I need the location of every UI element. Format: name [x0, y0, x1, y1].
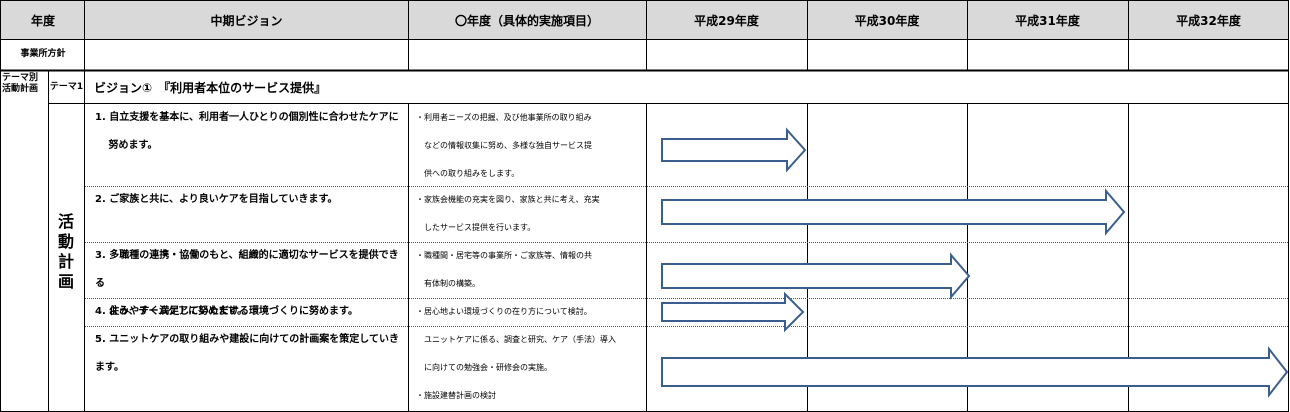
item-line: ・施設建替計画の検討 [416, 391, 496, 400]
timeline-arrow [661, 127, 807, 173]
vision-title: ビジョン① 『利用者本位のサービス提供』 [94, 80, 327, 95]
vision-row-1: 1. 自立支援を基本に、利用者一人ひとりの個別性に合わせたケアに 努めます。 [85, 104, 408, 186]
activity-plan-char: 活 [57, 212, 74, 231]
header-items: 〇年度（具体的実施項目） [408, 1, 646, 39]
item-line: などの情報収集に努め、多様な独自サービス提 [416, 141, 592, 150]
vision-line: 3. 多職種の連携・協働のもと、組織的に適切なサービスを提供できる [95, 250, 399, 289]
activity-plan-char: 動 [57, 232, 74, 251]
timeline-arrow [661, 188, 1126, 236]
item-line: 供への取り組みをします。 [416, 169, 520, 178]
vision-row-4: 4. 住みやすく満足していただける環境づくりに努めます。 [85, 298, 408, 326]
item-line: ・利用者ニーズの把握、及び他事業所の取り組み [416, 113, 592, 122]
section-label: テーマ別 活動計画 [2, 73, 48, 103]
section-label-line1: テーマ別 [2, 73, 39, 83]
header-vision: 中期ビジョン [85, 1, 408, 39]
vision-line: 1. 自立支援を基本に、利用者一人ひとりの個別性に合わせたケアに [95, 112, 399, 123]
vision-row-5: 5. ユニットケアの取り組みや建設に向けての計画案を策定していきます。 [85, 326, 408, 410]
items-row-2: ・家族会機能の充実を図り、家族と共に考え、充実 したサービス提供を行います。 [408, 186, 646, 242]
items-row-5: ユニットケアに係る、調査と研究、ケア（手法）導入 に向けての勉強会・研修会の実施… [408, 326, 646, 410]
vision-line: 4. 住みやすく満足していただける環境づくりに努めます。 [95, 306, 358, 317]
policy-label: 事業所方針 [20, 49, 66, 59]
item-line: ・家族会機能の充実を図り、家族と共に考え、充実 [416, 195, 600, 204]
theme-label: テーマ1 [49, 81, 84, 92]
activity-plan-label: 活 動 計 画 [57, 212, 75, 292]
items-row-4: ・居心地よい環境づくりの在り方について検討。 [408, 298, 646, 326]
timeline-arrow [661, 346, 1289, 398]
header-year-32: 平成32年度 [1128, 1, 1289, 39]
vision-line: よう、チームケアに努めます。 [95, 306, 248, 317]
vision-line: 努めます。 [95, 140, 158, 151]
vision-line: 5. ユニットケアの取り組みや建設に向けての計画案を策定していきます。 [95, 334, 399, 373]
section-label-line2: 活動計画 [2, 84, 39, 94]
item-line: 有体制の構築。 [416, 279, 480, 288]
activity-plan-char: 計 [57, 252, 74, 271]
items-row-1: ・利用者ニーズの把握、及び他事業所の取り組み などの情報収集に努め、多様な独自サ… [408, 104, 646, 186]
item-line: ・職種間・居宅等の事業所・ご家族等、情報の共 [416, 251, 592, 260]
item-line: ユニットケアに係る、調査と研究、ケア（手法）導入 [416, 335, 616, 344]
timeline-arrow [661, 291, 805, 333]
items-row-3: ・職種間・居宅等の事業所・ご家族等、情報の共 有体制の構築。 [408, 242, 646, 298]
timeline-arrow [661, 252, 971, 300]
activity-plan-char: 画 [57, 272, 74, 291]
vision-row-3: 3. 多職種の連携・協働のもと、組織的に適切なサービスを提供できる よう、チーム… [85, 242, 408, 317]
item-line: に向けての勉強会・研修会の実施。 [416, 363, 552, 372]
header-year-31: 平成31年度 [967, 1, 1128, 39]
header-year-30: 平成30年度 [807, 1, 967, 39]
header-year-29: 平成29年度 [646, 1, 807, 39]
vision-line: 2. ご家族と共に、より良いケアを目指していきます。 [95, 194, 338, 205]
vision-row-2: 2. ご家族と共に、より良いケアを目指していきます。 [85, 186, 408, 242]
item-line: したサービス提供を行います。 [416, 223, 536, 232]
header-year: 年度 [1, 1, 85, 39]
item-line: ・居心地よい環境づくりの在り方について検討。 [416, 307, 592, 316]
